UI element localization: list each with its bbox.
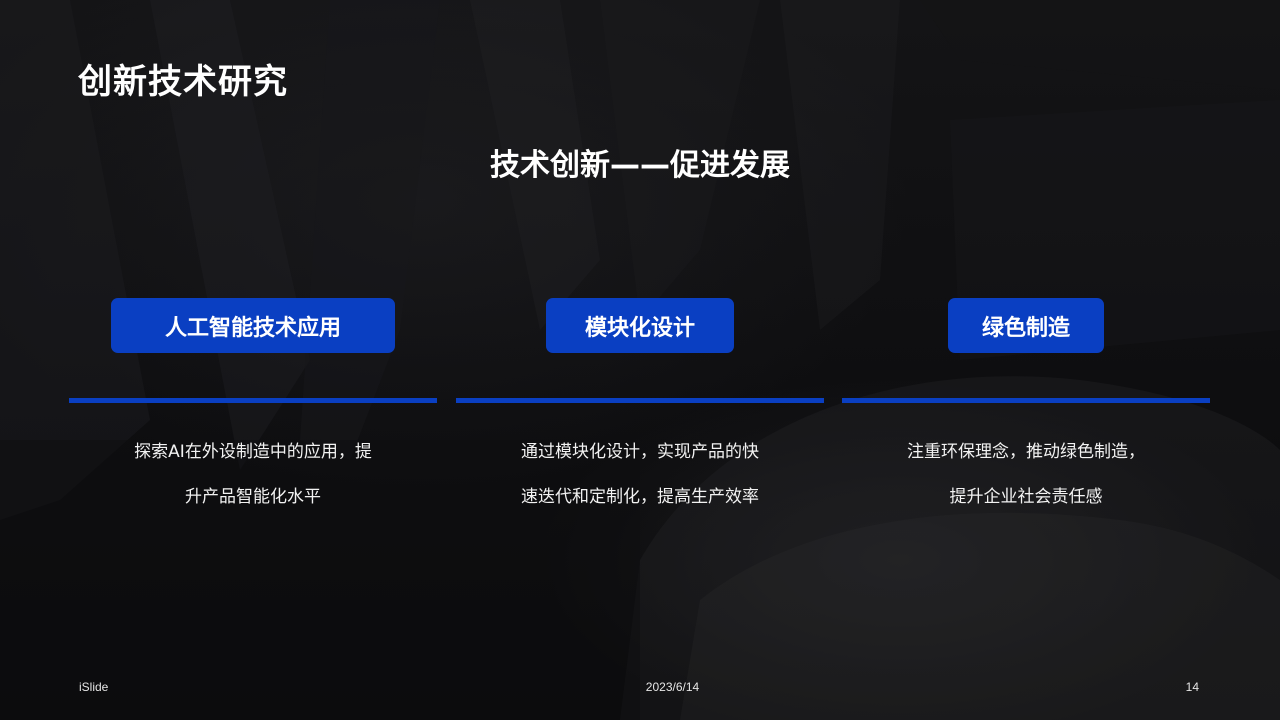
feature-description: 注重环保理念，推动绿色制造， 提升企业社会责任感 bbox=[876, 430, 1176, 520]
feature-description: 探索AI在外设制造中的应用，提 升产品智能化水平 bbox=[103, 430, 403, 520]
feature-column-modular: 模块化设计 通过模块化设计，实现产品的快 速迭代和定制化，提高生产效率 bbox=[456, 298, 824, 518]
description-line: 注重环保理念，推动绿色制造， bbox=[907, 442, 1145, 462]
description-line: 速迭代和定制化，提高生产效率 bbox=[521, 487, 759, 507]
feature-description: 通过模块化设计，实现产品的快 速迭代和定制化，提高生产效率 bbox=[490, 430, 790, 520]
divider-line bbox=[69, 398, 437, 403]
description-line: 探索AI在外设制造中的应用，提 bbox=[134, 442, 372, 462]
feature-column-ai: 人工智能技术应用 探索AI在外设制造中的应用，提 升产品智能化水平 bbox=[69, 298, 437, 518]
slide-subtitle: 技术创新——促进发展 bbox=[490, 148, 790, 183]
divider-line bbox=[842, 398, 1210, 403]
description-line: 升产品智能化水平 bbox=[185, 487, 321, 507]
footer-page-number: 14 bbox=[1185, 680, 1199, 694]
feature-column-green: 绿色制造 注重环保理念，推动绿色制造， 提升企业社会责任感 bbox=[842, 298, 1210, 518]
feature-heading-badge: 人工智能技术应用 bbox=[111, 298, 395, 353]
slide-title: 创新技术研究 bbox=[78, 62, 288, 102]
description-line: 提升企业社会责任感 bbox=[949, 487, 1103, 507]
feature-heading-badge: 模块化设计 bbox=[546, 298, 734, 353]
divider-line bbox=[456, 398, 824, 403]
description-line: 通过模块化设计，实现产品的快 bbox=[521, 442, 759, 462]
feature-heading-badge: 绿色制造 bbox=[948, 298, 1104, 353]
footer-date: 2023/6/14 bbox=[645, 680, 700, 694]
footer-brand: iSlide bbox=[79, 680, 109, 694]
